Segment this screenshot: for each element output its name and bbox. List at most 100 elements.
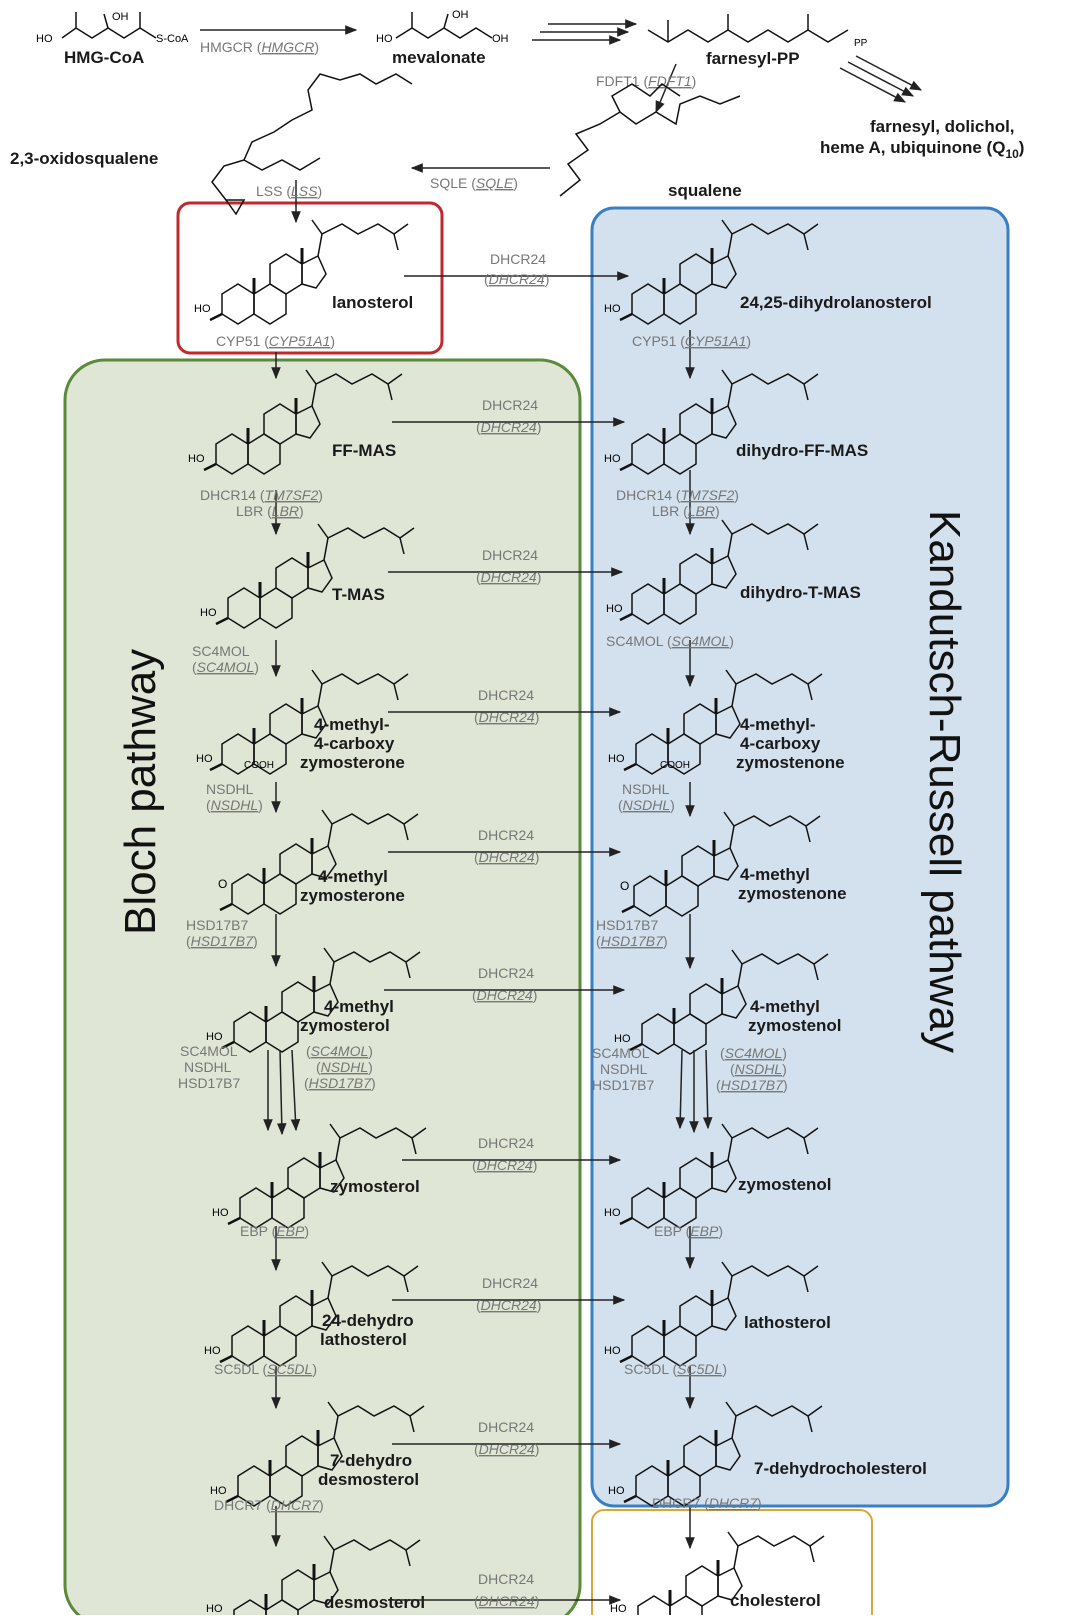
- t-mas-label: T-MAS: [332, 585, 385, 604]
- dhcr24-gene-label: (DHCR24): [474, 1441, 539, 1457]
- cyp51-label: CYP51 (CYP51A1): [632, 333, 751, 349]
- sqle-label: SQLE (SQLE): [430, 175, 518, 191]
- ebp-label: EBP (EBP): [654, 1223, 723, 1239]
- ebp-label: EBP (EBP): [240, 1223, 309, 1239]
- cholesterol-box: [591, 1509, 873, 1620]
- dhcr24-gene-label: (DHCR24): [472, 1157, 537, 1173]
- pp-label: PP: [854, 38, 868, 49]
- dhcr24-arrows: [384, 271, 630, 1605]
- zymostenol-label: zymostenol: [738, 1175, 832, 1194]
- dhcr24-label: DHCR24: [478, 1135, 534, 1151]
- lss-label: LSS (LSS): [256, 183, 322, 199]
- nsdhl-gene-label: (NSDHL): [730, 1061, 787, 1077]
- lathosterol-label: lathosterol: [744, 1313, 831, 1332]
- hsd17b7-label: HSD17B7: [596, 917, 658, 933]
- dhcr24-gene-label: (DHCR24): [474, 849, 539, 865]
- farnesyl-pp-structure: PP: [647, 14, 868, 49]
- ketone-label: O: [218, 877, 227, 891]
- sc4mol-label: SC4MOL (SC4MOL): [606, 633, 734, 649]
- fdft1-label: FDFT1 (FDFT1): [596, 73, 696, 89]
- cyp51-label: CYP51 (CYP51A1): [216, 333, 335, 349]
- hsd17b7-gene-label: (HSD17B7): [186, 933, 258, 949]
- hmg-coa-label: HMG-CoA: [64, 48, 144, 67]
- sc4mol-label: SC4MOL: [192, 643, 250, 659]
- zymosterol-label: zymosterol: [330, 1177, 420, 1196]
- ketone-label: O: [620, 879, 629, 893]
- dihydrolanosterol-label: 24,25-dihydrolanosterol: [740, 293, 932, 312]
- bloch-arrows: [263, 352, 301, 1548]
- nsdhl-label: NSDHL: [622, 781, 670, 797]
- farnesyl-pp-label: farnesyl-PP: [706, 49, 800, 68]
- sc4mol-label: SC4MOL: [592, 1045, 650, 1061]
- side-products-arrow: [839, 55, 923, 103]
- dhcr24-label: DHCR24: [478, 827, 534, 843]
- nsdhl-label: NSDHL: [600, 1061, 648, 1077]
- hydroxyl-label: HO: [604, 1345, 621, 1357]
- hydroxyl-label: HO: [608, 1485, 625, 1497]
- nsdhl-gene-label: (NSDHL): [206, 797, 263, 813]
- squalene-structure: [559, 83, 741, 197]
- hydroxyl-label: HO: [604, 303, 621, 315]
- squalene-label: squalene: [668, 181, 742, 200]
- hydroxyl-label: OH: [112, 11, 129, 23]
- bloch-pathway-title: Bloch pathway: [116, 649, 165, 935]
- hydroxyl-label: HO: [204, 1345, 221, 1357]
- hydroxyl-label: HO: [200, 607, 217, 619]
- side-products-line2: heme A, ubiquinone (Q10): [820, 138, 1024, 161]
- mevalonate-label: mevalonate: [392, 48, 486, 67]
- kr-arrows: [675, 330, 713, 1550]
- hydroxyl-label: HO: [610, 1603, 627, 1615]
- hydroxyl-label: HO: [188, 453, 205, 465]
- oxidosqualene-label: 2,3-oxidosqualene: [10, 149, 158, 168]
- sc4mol-gene-label: (SC4MOL): [192, 659, 259, 675]
- dhcr24-gene-label: (DHCR24): [472, 987, 537, 1003]
- dhcr24-label: DHCR24: [478, 1419, 534, 1435]
- carboxyl-label: COOH: [244, 760, 274, 771]
- sc5dl-label: SC5DL (SC5DL): [214, 1361, 317, 1377]
- lbr-label: LBR (LBR): [652, 503, 720, 519]
- dhcr24-gene-label: (DHCR24): [476, 419, 541, 435]
- bloch-pathway-box: [63, 358, 582, 1620]
- hydroxyl-label: HO: [206, 1603, 223, 1615]
- dihydro-t-mas-label: dihydro-T-MAS: [740, 583, 861, 602]
- dhcr24-label: DHCR24: [478, 687, 534, 703]
- dehydrocholesterol-label: 7-dehydrocholesterol: [754, 1459, 927, 1478]
- dhcr24-label: DHCR24: [482, 547, 538, 563]
- nsdhl-label: NSDHL: [184, 1059, 232, 1075]
- kandutsch-russell-title: Kandutsch-Russell pathway: [920, 510, 969, 1053]
- dhcr24-gene-label: (DHCR24): [474, 1593, 539, 1609]
- sc4mol-label: SC4MOL: [180, 1043, 238, 1059]
- dhcr24-label: DHCR24: [490, 251, 546, 267]
- kandutsch-russell-box: [590, 206, 1010, 1508]
- hydroxyl-label: OH: [452, 9, 469, 21]
- dhcr14-label: DHCR14 (TM7SF2): [616, 487, 739, 503]
- hydroxyl-label: HO: [608, 753, 625, 765]
- hmgcr-label: HMGCR (HMGCR): [200, 39, 319, 55]
- dhcr24-gene-label: (DHCR24): [484, 271, 549, 287]
- dhcr24-gene-label: (DHCR24): [476, 569, 541, 585]
- carboxyl-label: COOH: [660, 760, 690, 771]
- hydroxyl-label: HO: [206, 1031, 223, 1043]
- hydroxyl-label: HO: [604, 1207, 621, 1219]
- hydroxyl-label: OH: [492, 33, 509, 45]
- nsdhl-gene-label: (NSDHL): [618, 797, 675, 813]
- dhcr7-label: DHCR7 (DHCR7): [214, 1497, 324, 1513]
- mevalonate-structure: HO OH OH: [376, 9, 509, 45]
- hydroxyl-label: HO: [606, 603, 623, 615]
- sc5dl-label: SC5DL (SC5DL): [624, 1361, 727, 1377]
- dhcr24-label: DHCR24: [482, 397, 538, 413]
- sc4mol-gene-label: (SC4MOL): [720, 1045, 787, 1061]
- sc4mol-gene-label: (SC4MOL): [306, 1043, 373, 1059]
- nsdhl-label: NSDHL: [206, 781, 254, 797]
- hsd17b7-label: HSD17B7: [592, 1077, 654, 1093]
- hydroxyl-label: HO: [36, 33, 53, 45]
- side-products-line1: farnesyl, dolichol,: [870, 117, 1015, 136]
